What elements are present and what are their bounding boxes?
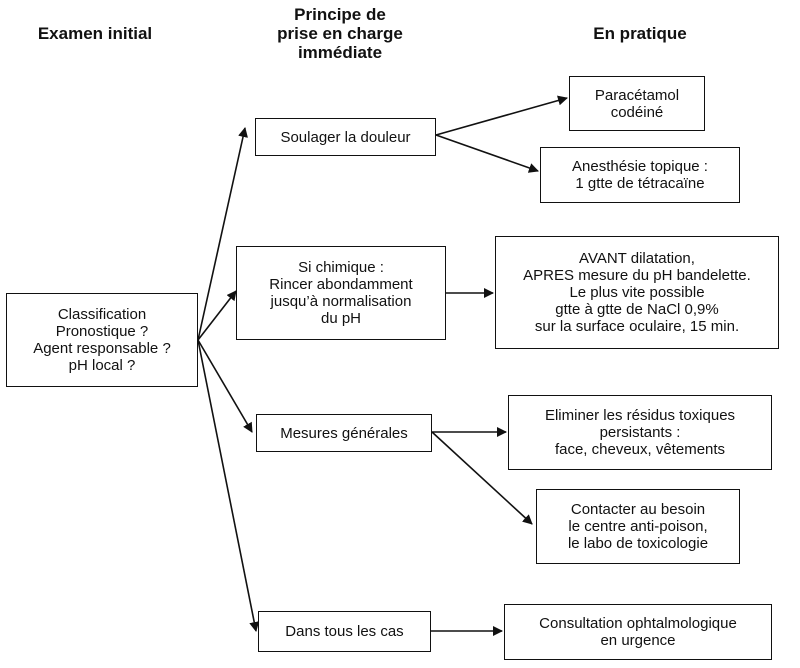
- header-principe: Principe de prise en charge immédiate: [255, 5, 425, 62]
- node-text: AVANT dilatation,: [579, 250, 695, 267]
- header-line: immédiate: [297, 43, 383, 62]
- node-text: pH local ?: [68, 357, 136, 374]
- node-soulager-douleur: Soulager la douleur: [255, 118, 436, 156]
- node-text: persistants :: [599, 424, 681, 441]
- node-text: Soulager la douleur: [280, 128, 411, 146]
- node-text: Consultation ophtalmologique: [539, 615, 737, 632]
- node-text: APRES mesure du pH bandelette.: [523, 267, 751, 284]
- node-text: en urgence: [600, 632, 676, 649]
- node-text: jusqu’à normalisation: [270, 293, 412, 310]
- node-text: codéiné: [610, 103, 664, 121]
- node-text: le labo de toxicologie: [567, 535, 709, 552]
- node-text: le centre anti-poison,: [568, 518, 708, 535]
- node-anesthesie: Anesthésie topique : 1 gtte de tétracaïn…: [540, 147, 740, 203]
- node-text: Anesthésie topique :: [572, 158, 708, 175]
- node-si-chimique: Si chimique : Rincer abondamment jusqu’à…: [236, 246, 446, 340]
- node-text: Paracétamol: [594, 86, 680, 104]
- node-text: Eliminer les résidus toxiques: [544, 407, 736, 424]
- node-mesures-generales: Mesures générales: [256, 414, 432, 452]
- node-contacter: Contacter au besoin le centre anti-poiso…: [536, 489, 740, 564]
- header-en-pratique: En pratique: [555, 24, 725, 43]
- node-text: Dans tous les cas: [285, 623, 404, 640]
- node-text: Si chimique :: [298, 259, 384, 276]
- arrow-to-paracetamol: [435, 95, 568, 136]
- node-paracetamol: Paracétamol codéiné: [569, 76, 705, 131]
- node-text: du pH: [320, 310, 362, 327]
- node-text: Le plus vite possible: [569, 284, 705, 301]
- arrow-to-tous: [197, 339, 260, 632]
- node-text: gtte à gtte de NaCl 0,9%: [555, 301, 719, 318]
- node-avant-dilatation: AVANT dilatation, APRES mesure du pH ban…: [495, 236, 779, 349]
- node-text: Contacter au besoin: [570, 501, 706, 518]
- header-line: prise en charge: [277, 24, 403, 43]
- node-text: Pronostique ?: [55, 323, 149, 340]
- node-text: 1 gtte de tétracaïne: [575, 175, 705, 192]
- node-text: Classification: [57, 306, 147, 323]
- arrow-to-anesthesie: [435, 134, 539, 173]
- node-consultation: Consultation ophtalmologique en urgence: [504, 604, 772, 660]
- node-text: Agent responsable ?: [33, 340, 171, 357]
- node-eliminer-residus: Eliminer les résidus toxiques persistant…: [508, 395, 772, 470]
- node-examen-initial: Classification Pronostique ? Agent respo…: [6, 293, 198, 387]
- arrow-to-chimique: [197, 290, 237, 341]
- header-examen-initial: Examen initial: [15, 24, 175, 43]
- header-line: En pratique: [593, 24, 687, 43]
- node-text: Mesures générales: [280, 424, 408, 442]
- header-line: Principe de: [294, 5, 386, 24]
- header-line: Examen initial: [37, 24, 153, 43]
- node-text: Rincer abondamment: [269, 276, 413, 293]
- arrow-to-mesures: [197, 339, 253, 433]
- node-text: sur la surface oculaire, 15 min.: [534, 318, 740, 335]
- node-dans-tous-les-cas: Dans tous les cas: [258, 611, 431, 652]
- node-text: face, cheveux, vêtements: [554, 441, 726, 458]
